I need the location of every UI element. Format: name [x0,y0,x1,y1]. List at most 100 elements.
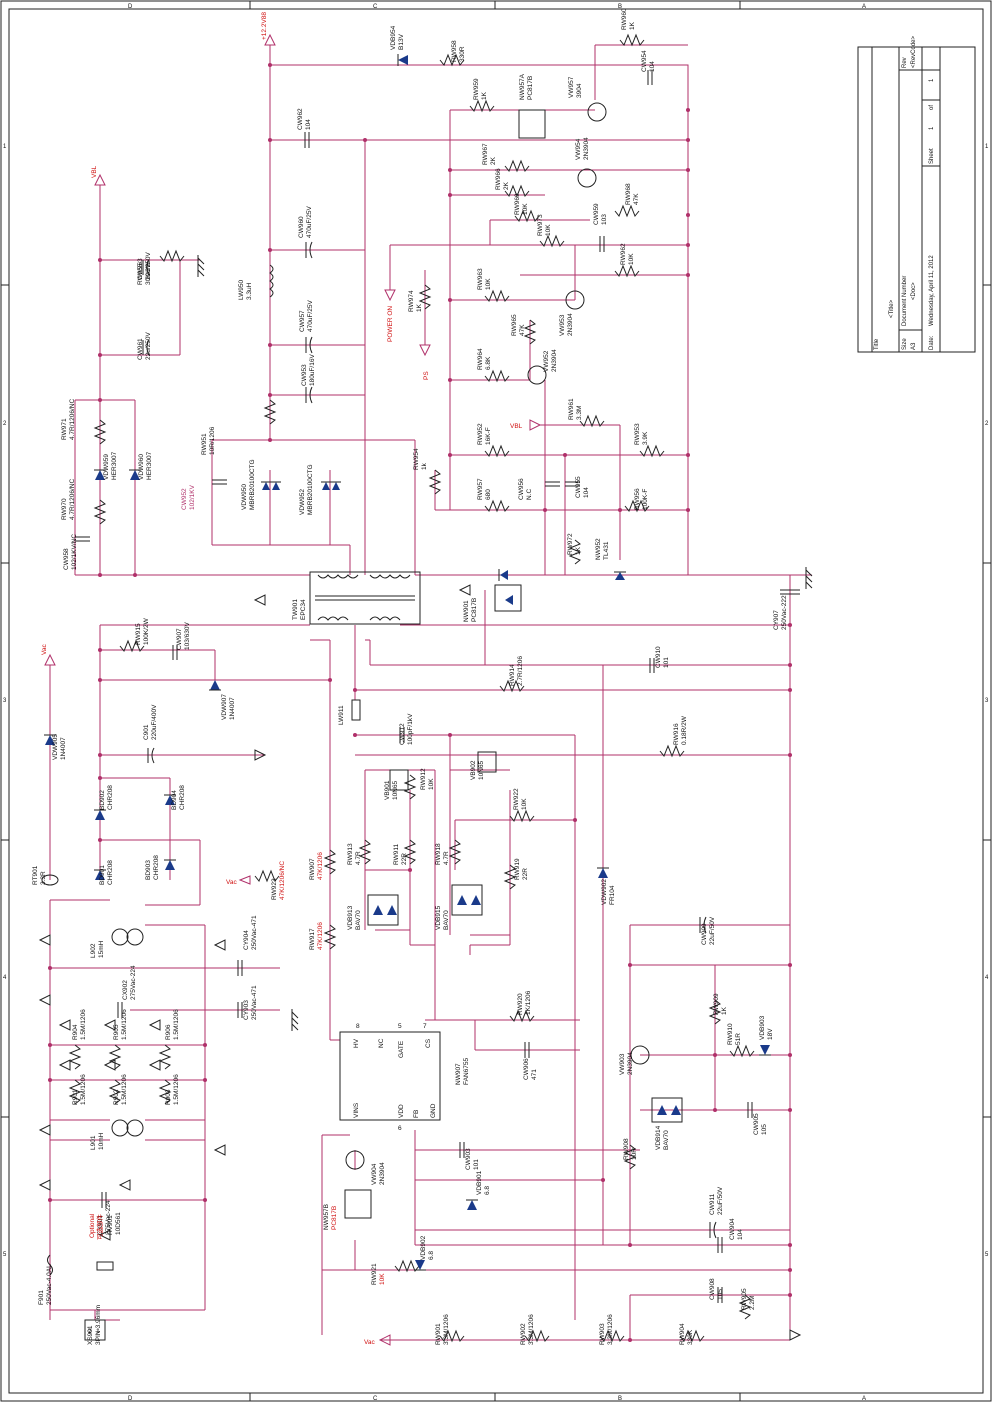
component-ref: RW921 [371,1263,378,1285]
svg-text:2: 2 [88,1328,92,1335]
component-ref: CW956 [518,478,525,500]
component-ref: RW969 [514,193,521,215]
component-ref: RW961 [568,398,575,420]
transformer-TW901 [309,571,421,625]
component-value: 100K/2W [143,617,150,645]
ic-pin-label: CS [425,1038,432,1048]
grid-label-side: 2 [3,421,7,427]
ic-NW907 [339,1031,441,1121]
component-ref: VDB913 [347,905,354,930]
component-ref: LW950 [238,280,245,300]
grid-label-side: 2 [985,421,989,427]
component-ref: NW952 [595,538,602,560]
svg-text:1: 1 [96,1328,100,1335]
component-ref: RW908 [623,1138,630,1160]
title-value: <Title> [889,299,895,318]
component-value: 10mH [98,1132,105,1150]
component-ref: TW901 [292,599,299,620]
component-value: CHR208 [107,860,114,885]
component-ref: CW910 [655,646,662,668]
component-value: 10N65 [392,780,399,800]
component-value: MBRB20100CTG [307,464,314,515]
component-ref: RW922 [513,788,520,810]
component-ref: CW953 [301,364,308,386]
component-value: 4.7R/1206/NC [69,399,76,440]
component-ref: VDW952 [299,489,306,515]
component-ref: RW903 [599,1323,606,1345]
component-value: 250Vac-222 [781,595,788,630]
component-value: BAV70 [355,910,362,930]
component-value: 2N3904 [567,313,574,336]
date-label: Date: [929,335,935,350]
component-value: 330R [459,46,466,62]
component-value: 22R [401,853,408,865]
component-ref: L902 [90,943,97,958]
component-value: 680 [485,489,492,500]
grid-label-bottom: B [618,1396,622,1402]
component-value: 101 [473,1159,480,1170]
component-value: 2K [503,181,510,190]
component-ref: RW962 [620,243,627,265]
net-label-ps: PS [423,371,430,380]
component-ref: CW955 [575,476,582,498]
component-value: 47K/1206 [317,852,324,880]
component-value: 2.2M [749,1296,756,1310]
component-value: 2N3904 [583,137,590,160]
component-value: HER3007 [146,451,153,480]
component-value: 10R/1206 [209,426,216,455]
component-value: 1N4007 [60,737,67,760]
component-value: 3.3M/1206 [528,1314,535,1345]
component-ref: XS901 [87,1325,94,1345]
component-value: 2N3904 [551,349,558,372]
component-ref: CW905 [753,1113,760,1135]
component-value: 1N4007 [229,697,236,720]
component-value: 6.8 [484,1186,491,1195]
component-value: 3.3M/1206 [607,1314,614,1345]
component-value: 10K [628,253,635,265]
component-value: 1.5M/1206 [80,1009,87,1040]
rev-value: <RevCode> [911,35,917,68]
component-value: 22u/250V [145,252,152,280]
connector-XS901 [84,1319,106,1341]
grid-label-bottom: A [862,1396,866,1402]
component-value: MBRB20100CTG [249,459,256,510]
component-value: 10K [545,224,552,236]
component-value: 470uF/25V [307,300,314,332]
component-value: 47K/1206/NC [279,861,286,900]
component-ref: R906 [165,1024,172,1040]
component-value: 10K [522,203,529,215]
component-ref: C901 [143,724,150,740]
component-value: 104 [649,61,656,72]
component-ref: VDW907 [221,694,228,720]
ic-pin-label: VDD [398,1104,405,1118]
component-value: 15mH [98,940,105,958]
component-ref: RW974 [408,290,415,312]
optional-note: Optional [89,1213,96,1238]
component-ref: VDW959 [103,454,110,480]
net-label-vbl: VBL [91,165,98,178]
component-value: 1.5M/1206 [173,1074,180,1105]
component-value: N.C [526,489,533,501]
component-value: 22u/250V [145,332,152,360]
component-ref: RW970 [61,498,68,520]
component-ref: CW952 [181,488,188,510]
component-ref: RW972 [567,533,574,555]
component-ref: RW916 [673,723,680,745]
component-ref: RW912 [420,768,427,790]
component-ref: CW912 [399,723,406,745]
component-value: 3904 [576,83,583,98]
grid-label-top: D [128,4,133,10]
component-ref: VW953 [559,314,566,336]
component-value: 220uF/400V [151,704,158,740]
component-value: 102/1KV/NC [71,534,78,570]
net-labels: +12.2V88 VBL VBL Vac Vac Vac POWER ON PS [41,12,523,1346]
component-ref: RW915 [135,623,142,645]
component-value: 101 [663,657,670,668]
component-ref: CW906 [523,1058,530,1080]
component-ref: RW913 [347,843,354,865]
component-ref: VDW902 [601,879,608,905]
grid-label-top: C [373,4,378,10]
component-value: 47K [633,193,640,205]
component-value: PC817B [527,76,534,100]
